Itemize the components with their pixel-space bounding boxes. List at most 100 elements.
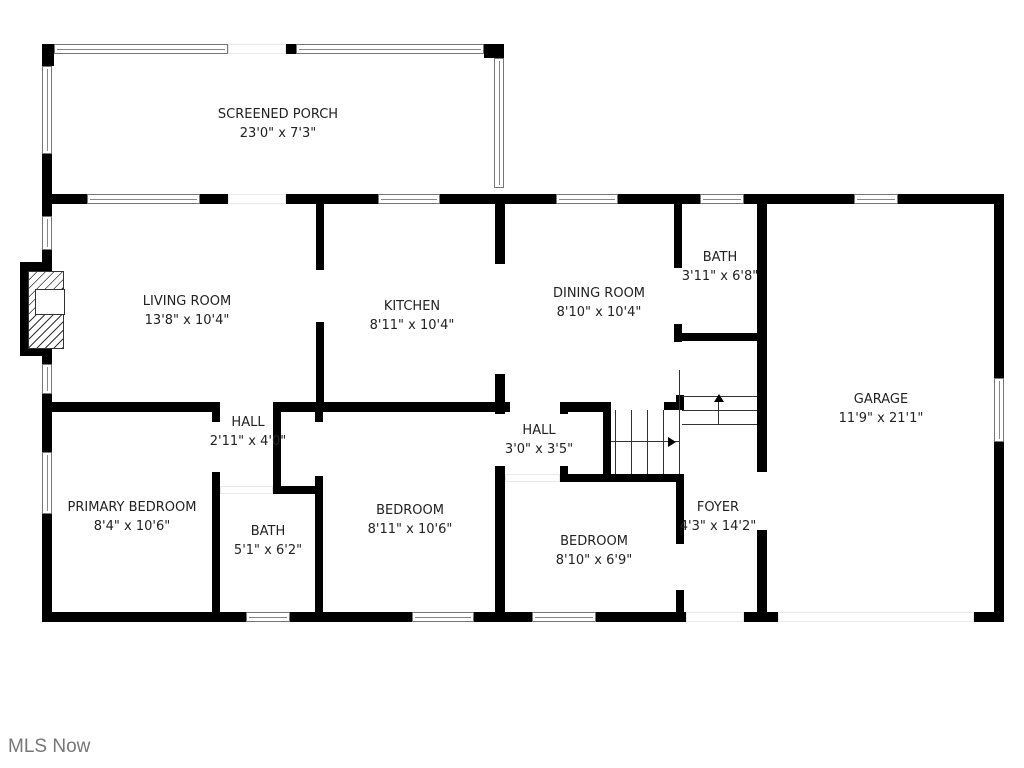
porch-door-opening <box>228 194 286 204</box>
wall <box>596 612 686 622</box>
stair-line <box>663 410 664 474</box>
wall <box>316 204 324 270</box>
room-name: KITCHEN <box>383 299 441 314</box>
wall <box>676 474 684 544</box>
stair-line <box>647 410 648 474</box>
wall <box>664 402 684 410</box>
room-name: PRIMARY BEDROOM <box>67 500 197 515</box>
wall <box>560 474 684 482</box>
wall <box>994 442 1004 622</box>
window <box>296 44 484 54</box>
window <box>494 58 504 188</box>
wall <box>273 402 505 412</box>
wall <box>212 402 220 422</box>
wall <box>286 194 378 204</box>
room-bath-upper: BATH 3'11" x 6'8" <box>682 248 758 286</box>
room-kitchen: KITCHEN 8'11" x 10'4" <box>370 297 455 335</box>
stair-line <box>682 410 757 411</box>
room-name: FOYER <box>696 500 740 515</box>
wall <box>42 402 220 412</box>
room-bedroom-center: BEDROOM 8'11" x 10'6" <box>368 501 453 539</box>
room-dimensions: 3'0" x 3'5" <box>504 442 574 457</box>
wall <box>42 154 52 194</box>
wall <box>42 44 54 66</box>
window <box>378 194 440 204</box>
window <box>854 194 898 204</box>
window <box>87 194 200 204</box>
wall <box>490 402 510 412</box>
wall <box>560 402 610 412</box>
wall <box>484 44 504 58</box>
wall <box>974 612 1004 622</box>
room-dimensions: 8'11" x 10'6" <box>367 522 453 537</box>
window <box>42 452 52 514</box>
room-screened-porch: SCREENED PORCH 23'0" x 7'3" <box>218 105 338 143</box>
wall <box>495 194 505 264</box>
stair-line <box>682 424 757 425</box>
wall <box>676 395 684 410</box>
room-name: DINING ROOM <box>552 286 646 301</box>
window <box>246 612 290 622</box>
room-dimensions: 13'8" x 10'4" <box>144 313 230 328</box>
wall <box>560 402 568 414</box>
wall <box>994 194 1004 378</box>
wall <box>315 476 323 622</box>
room-name: SCREENED PORCH <box>217 107 339 122</box>
room-living-room: LIVING ROOM 13'8" x 10'4" <box>143 292 231 330</box>
watermark: MLS Now <box>8 736 91 757</box>
wall <box>286 44 296 54</box>
wall <box>603 402 611 476</box>
bath-door-opening <box>220 486 273 494</box>
window <box>994 378 1004 442</box>
porch-door-opening <box>228 44 286 54</box>
room-garage: GARAGE 11'9" x 21'1" <box>839 390 924 428</box>
stair-line <box>615 410 616 474</box>
wall <box>273 486 323 494</box>
room-dimensions: 11'9" x 21'1" <box>838 411 924 426</box>
garage-door-opening <box>778 612 974 622</box>
room-dimensions: 8'4" x 10'6" <box>93 519 171 534</box>
wall <box>744 194 854 204</box>
room-name: GARAGE <box>853 392 909 407</box>
room-dimensions: 8'10" x 10'4" <box>556 305 642 320</box>
room-dimensions: 8'11" x 10'4" <box>369 318 455 333</box>
stair-arrow-icon <box>714 394 724 402</box>
wall <box>674 204 682 268</box>
wall <box>495 374 505 414</box>
window <box>532 612 596 622</box>
stair-line <box>611 441 679 442</box>
room-dimensions: 23'0" x 7'3" <box>239 126 317 141</box>
wall <box>674 333 762 341</box>
room-bedroom-right: BEDROOM 8'10" x 6'9" <box>556 532 632 570</box>
wall <box>495 466 505 622</box>
stair-line <box>679 370 680 474</box>
wall <box>757 530 767 622</box>
room-name: BEDROOM <box>560 534 628 549</box>
window <box>42 216 52 250</box>
wall <box>42 612 246 622</box>
wall <box>757 194 767 472</box>
wall <box>273 402 281 494</box>
window <box>42 66 52 154</box>
wall <box>42 194 87 204</box>
room-bath-lower: BATH 5'1" x 6'2" <box>234 522 302 560</box>
room-dimensions: 5'1" x 6'2" <box>233 543 303 558</box>
window <box>412 612 474 622</box>
room-name: BEDROOM <box>376 503 444 518</box>
room-name: HALL <box>231 415 265 430</box>
wall <box>316 322 324 406</box>
wall <box>290 612 412 622</box>
hall-door-opening <box>505 474 560 482</box>
room-name: BATH <box>702 250 738 265</box>
wall <box>42 204 52 216</box>
wall <box>212 472 220 612</box>
stair-line <box>631 410 632 474</box>
window <box>54 44 228 54</box>
room-hall-center: HALL 3'0" x 3'5" <box>505 421 573 459</box>
wall <box>676 590 684 622</box>
window <box>700 194 744 204</box>
room-dimensions: 8'10" x 6'9" <box>555 553 633 568</box>
wall <box>42 250 52 262</box>
wall <box>898 194 1004 204</box>
